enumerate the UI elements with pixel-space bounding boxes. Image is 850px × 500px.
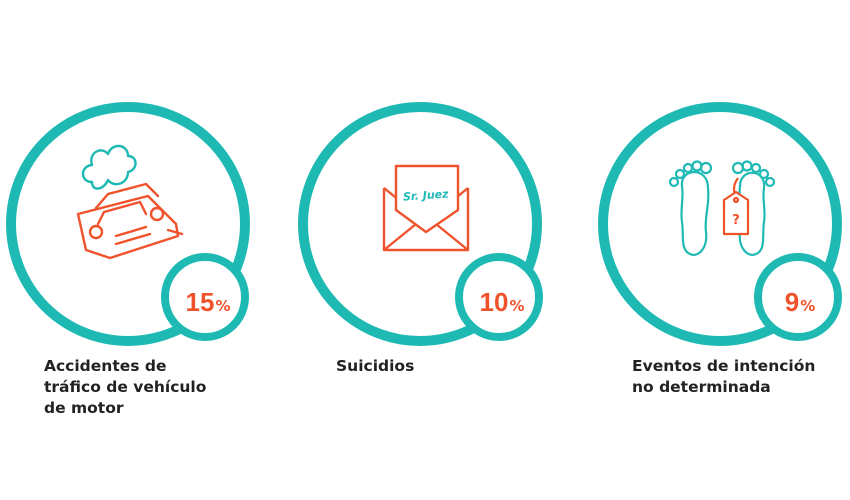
badge-circle	[161, 253, 249, 341]
item-suicides	[298, 102, 543, 346]
badge-circle	[455, 253, 543, 341]
label-undetermined-intent: Eventos de intención no determinada	[632, 357, 816, 396]
label-traffic-accidents: Accidentes de tráfico de vehículo de mot…	[44, 357, 207, 417]
item-traffic-accidents	[6, 102, 250, 346]
tag-text: ?	[732, 213, 740, 228]
big-circle	[298, 102, 542, 346]
feet-toe-tag-icon	[668, 160, 776, 256]
percent-suicides: 10%	[480, 287, 525, 317]
badge-circle	[754, 253, 842, 341]
envelope-letter-icon	[382, 164, 470, 252]
big-circle	[598, 102, 842, 346]
percent-undetermined: 9%	[785, 287, 816, 317]
big-circle	[6, 102, 250, 346]
percent-traffic: 15%	[186, 287, 231, 317]
overturned-car-icon	[76, 144, 184, 260]
item-undetermined-intent	[598, 102, 842, 346]
envelope-text: Sr. Juez	[403, 187, 450, 203]
label-suicides: Suicidios	[336, 357, 415, 375]
